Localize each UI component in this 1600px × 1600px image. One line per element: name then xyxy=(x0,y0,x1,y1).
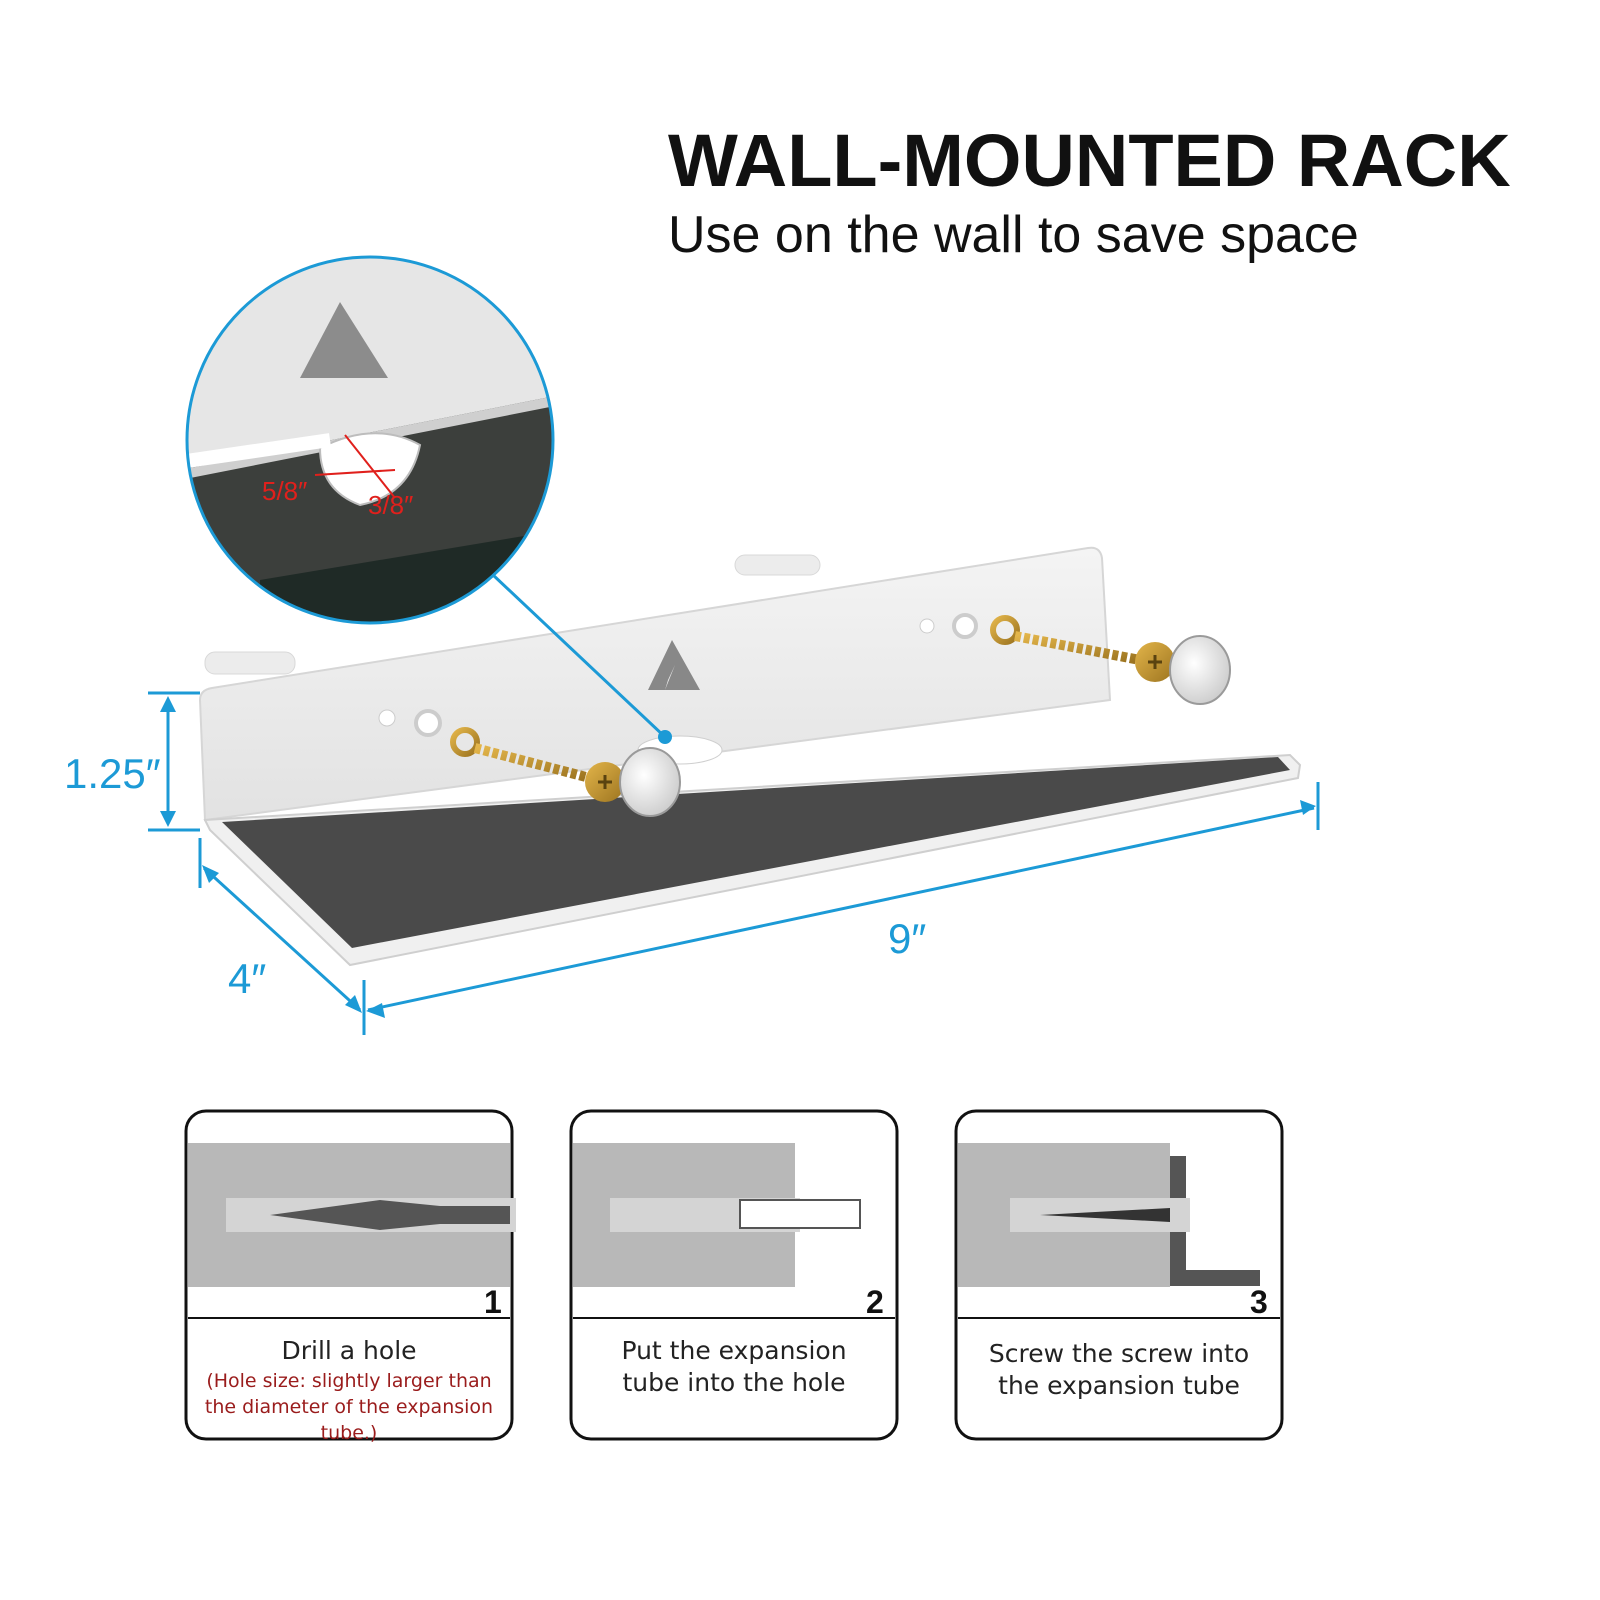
shelf xyxy=(198,546,1302,967)
depth-label: 4″ xyxy=(228,955,267,1002)
slot-width-label: 5/8″ xyxy=(262,476,308,506)
step-card-2 xyxy=(569,1109,899,1441)
screw-right xyxy=(990,615,1175,682)
zoom-logo-icon xyxy=(300,302,388,378)
screw-left xyxy=(450,727,625,802)
page-subtitle: Use on the wall to save space xyxy=(668,206,1359,264)
step-text-3: Screw the screw into the expansion tube xyxy=(988,1339,1250,1400)
logo-icon xyxy=(648,640,700,690)
page-title: WALL-MOUNTED RACK xyxy=(668,119,1511,202)
step-number-3: 3 xyxy=(1250,1284,1268,1320)
step-card-3 xyxy=(954,1109,1284,1441)
slot-height-label: 3/8″ xyxy=(368,490,414,520)
width-label: 9″ xyxy=(888,915,927,962)
step-card-1 xyxy=(184,1109,516,1441)
cap-right xyxy=(1169,635,1231,705)
height-label: 1.25″ xyxy=(64,750,161,797)
cap-left xyxy=(619,747,681,817)
drill-bit-icon xyxy=(270,1200,510,1230)
screw-icon xyxy=(1040,1208,1170,1222)
expansion-tube-icon xyxy=(739,1199,861,1229)
zoom-detail xyxy=(185,255,555,625)
step-number-1: 1 xyxy=(484,1284,502,1320)
dimension-lines xyxy=(148,572,1320,1035)
felt-mat xyxy=(222,757,1290,948)
step-number-2: 2 xyxy=(866,1284,884,1320)
step-note-1: (Hole size: slightly larger than the dia… xyxy=(204,1370,494,1444)
step-text-2: Put the expansion tube into the hole xyxy=(621,1336,847,1397)
step-text-1: Drill a hole xyxy=(281,1336,417,1365)
